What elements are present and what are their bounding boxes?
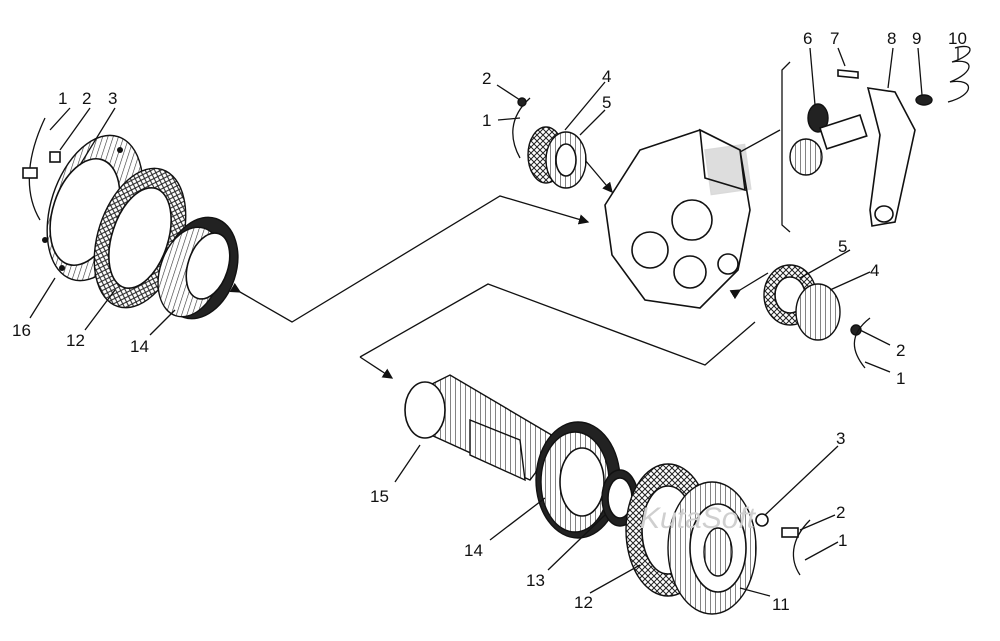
label-bottom-14: 14 — [464, 541, 483, 560]
label-left-2: 2 — [82, 89, 91, 108]
left-bolt-wire — [22, 117, 61, 221]
connector-housing-right — [729, 272, 769, 300]
watermark: KutaSoft — [640, 502, 757, 535]
connector-top-bracket — [729, 129, 781, 161]
left-bearing-14 — [157, 216, 239, 320]
connector-left-to-housing — [229, 195, 590, 323]
label-mid-4: 4 — [602, 67, 611, 86]
gear-housing — [604, 128, 752, 309]
label-top-10: 10 — [948, 29, 967, 48]
label-top-8: 8 — [887, 29, 896, 48]
lever-assembly — [789, 45, 971, 227]
label-mid-5: 5 — [602, 93, 611, 112]
label-left-3: 3 — [108, 89, 117, 108]
bracket-top-group — [781, 61, 791, 233]
label-bottom-2: 2 — [836, 503, 845, 522]
label-right-2: 2 — [896, 341, 905, 360]
shaft-15 — [404, 374, 562, 482]
label-bottom-11: 11 — [772, 595, 790, 614]
bottom-cover-11 — [667, 481, 757, 615]
leader-lines — [29, 47, 959, 597]
label-right-5: 5 — [838, 237, 847, 256]
label-left-12: 12 — [66, 331, 85, 350]
connector-mid-seal — [584, 159, 613, 193]
label-bottom-1: 1 — [838, 531, 847, 550]
connector-housing-to-shaft — [359, 283, 756, 366]
label-top-7: 7 — [830, 29, 839, 48]
label-bottom-13: 13 — [526, 571, 545, 590]
right-seal-group — [763, 264, 871, 369]
connector-shaft-arrow — [359, 356, 394, 379]
label-left-1: 1 — [58, 89, 67, 108]
label-mid-2: 2 — [482, 69, 491, 88]
mid-seal-group — [512, 97, 587, 189]
label-bottom-15: 15 — [370, 487, 389, 506]
label-mid-1: 1 — [482, 111, 491, 130]
label-bottom-3: 3 — [836, 429, 845, 448]
label-right-1: 1 — [896, 369, 905, 388]
label-left-14: 14 — [130, 337, 149, 356]
label-top-9: 9 — [912, 29, 921, 48]
label-left-16: 16 — [12, 321, 31, 340]
label-right-4: 4 — [870, 261, 879, 280]
bottom-bolt-wire — [755, 513, 811, 576]
bottom-bearing-14 — [535, 421, 621, 539]
label-bottom-12: 12 — [574, 593, 593, 612]
label-top-6: 6 — [803, 29, 812, 48]
